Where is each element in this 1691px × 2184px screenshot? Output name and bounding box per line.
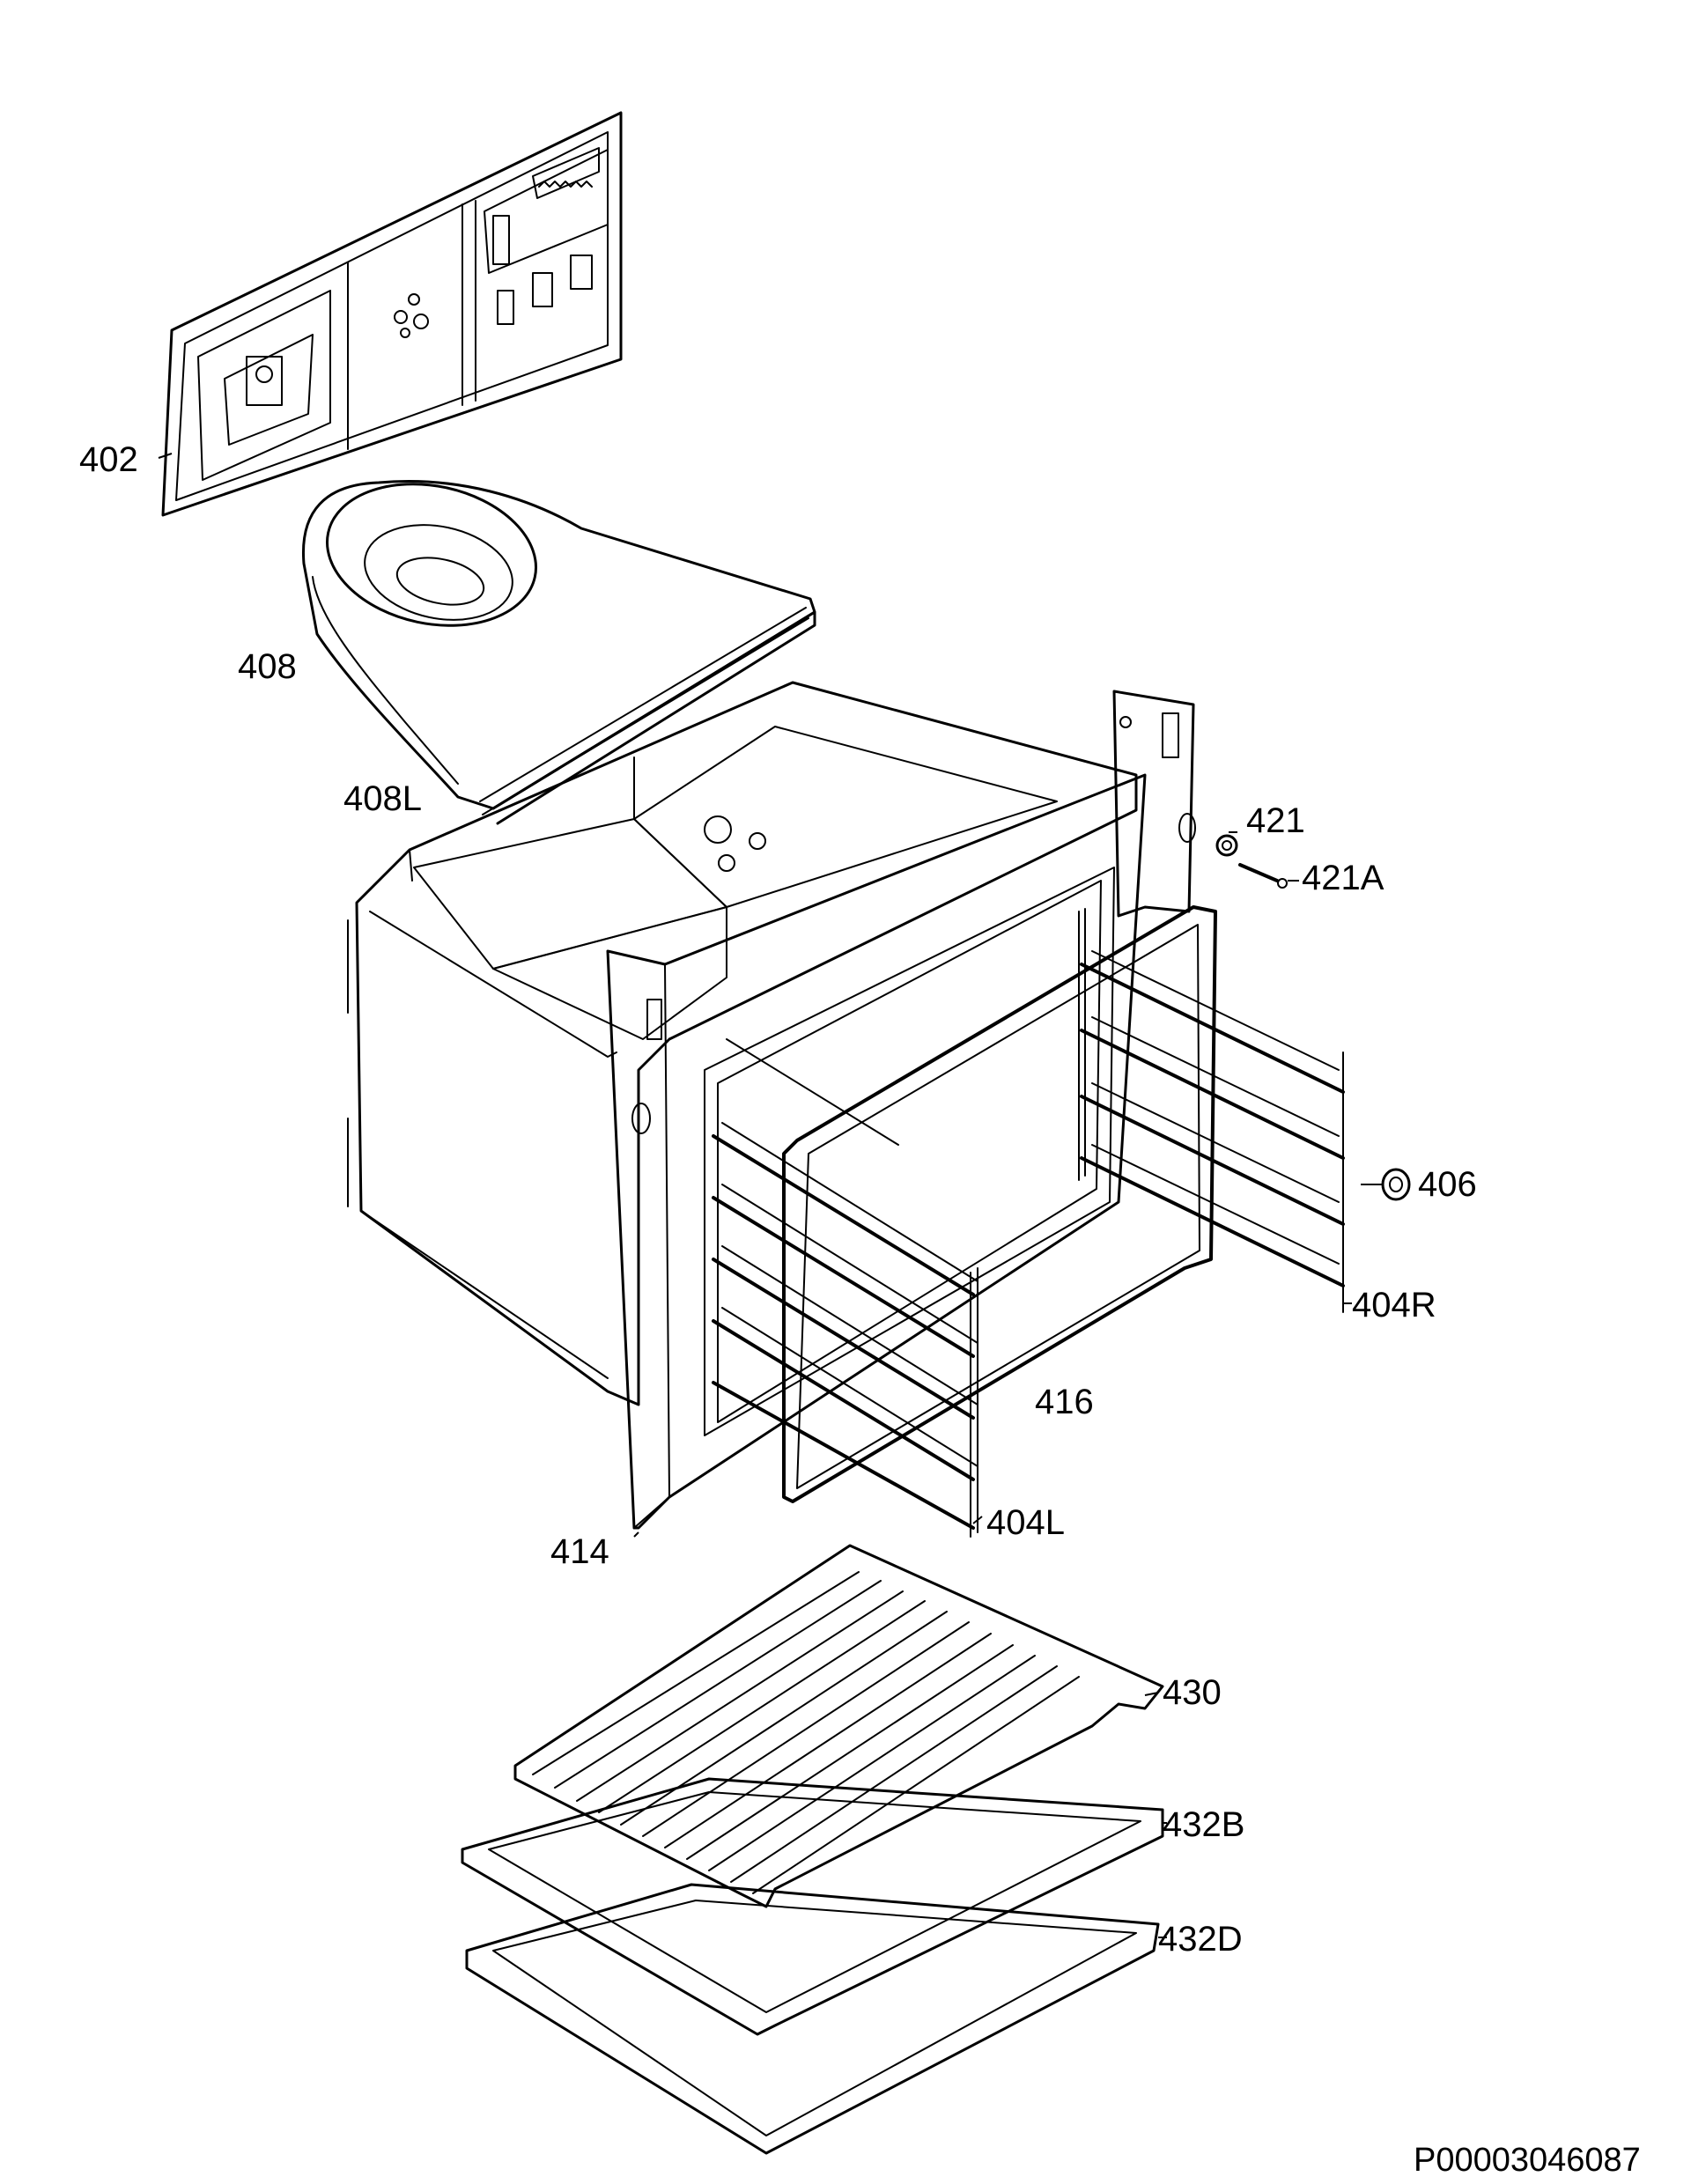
screw-421A	[1238, 863, 1288, 889]
callout-408: 408	[238, 647, 297, 686]
callout-406: 406	[1418, 1165, 1477, 1204]
door-gasket-416	[782, 905, 1217, 1503]
callout-430: 430	[1163, 1673, 1222, 1712]
leader-lines	[158, 453, 1383, 1938]
callout-402: 402	[79, 440, 138, 479]
callout-432D: 432D	[1158, 1920, 1243, 1959]
grommet-406	[1381, 1168, 1411, 1201]
callout-404L: 404L	[986, 1503, 1065, 1542]
callout-416: 416	[1035, 1383, 1094, 1421]
callout-421A: 421A	[1302, 859, 1385, 897]
callout-404R: 404R	[1352, 1286, 1436, 1324]
deep-tray-432D	[465, 1883, 1160, 2155]
fan-housing-408	[301, 480, 816, 825]
callout-408L: 408L	[343, 779, 422, 818]
baking-tray-432B	[461, 1777, 1164, 2036]
nut-421	[1215, 834, 1238, 857]
front-frame-414	[606, 690, 1196, 1530]
document-code: P00003046087	[1414, 2142, 1641, 2179]
callout-421: 421	[1246, 801, 1305, 840]
callout-432B: 432B	[1163, 1805, 1244, 1844]
rear-panel-402	[161, 111, 623, 517]
callout-414: 414	[550, 1532, 609, 1571]
wire-rack-430	[513, 1544, 1164, 1908]
oven-cavity	[347, 681, 1138, 1406]
shelf-support-right-404R	[1078, 908, 1345, 1313]
shelf-support-left-404L	[712, 1122, 978, 1538]
